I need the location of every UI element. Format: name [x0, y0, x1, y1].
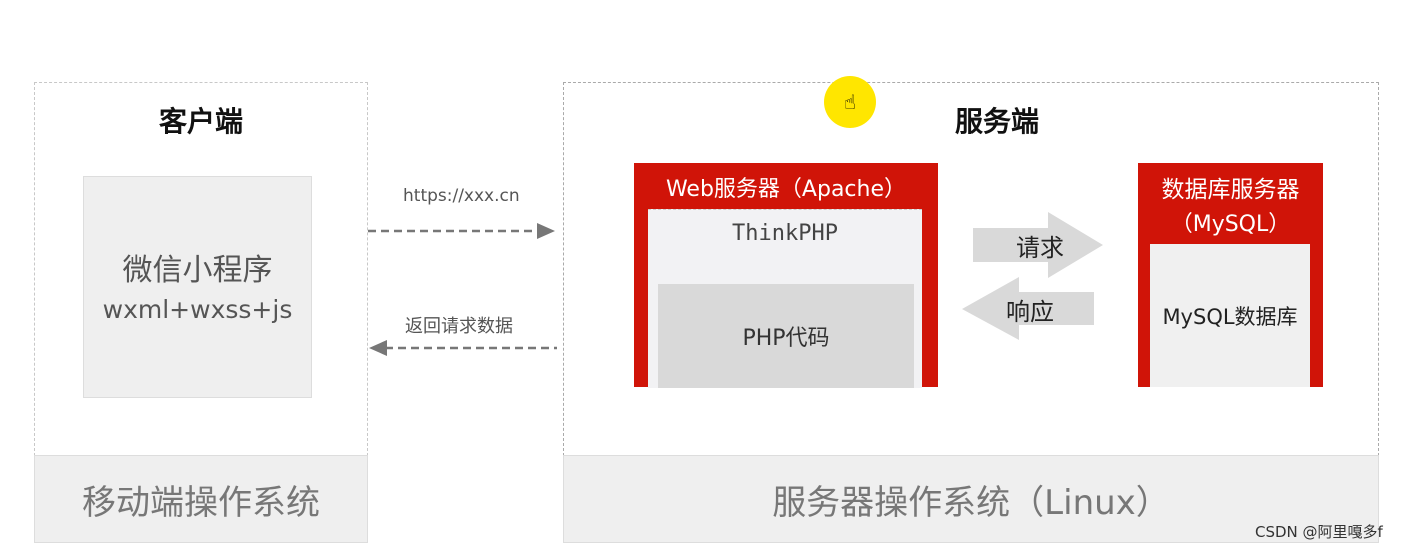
request-url-label: https://xxx.cn — [403, 186, 520, 206]
client-app-box: 微信小程序 wxml+wxss+js — [83, 176, 312, 398]
watermark: CSDN @阿里嘎多f — [1255, 523, 1383, 541]
mobile-os-bar: 移动端操作系统 — [34, 455, 368, 543]
response-label: 返回请求数据 — [405, 316, 513, 337]
response-arrow — [369, 340, 557, 356]
php-code-box: PHP代码 — [658, 284, 914, 388]
server-os-bar: 服务器操作系统（Linux） — [563, 455, 1379, 543]
cursor-highlight: ☝ — [824, 76, 876, 128]
hand-cursor-icon: ☝ — [843, 90, 857, 114]
db-server-subtitle: （MySQL） — [1170, 212, 1291, 237]
request-label: 请求 — [1016, 233, 1064, 262]
db-server-title: 数据库服务器 — [1161, 177, 1300, 203]
server-title: 服务端 — [954, 105, 1039, 138]
db-server-box: 数据库服务器 （MySQL） MySQL数据库 — [1138, 163, 1323, 387]
response-arrow-big — [962, 277, 1094, 340]
thinkphp-panel: ThinkPHP PHP代码 — [648, 209, 922, 388]
web-server-title: Web服务器（Apache） — [665, 177, 907, 202]
client-title: 客户端 — [158, 105, 243, 138]
web-server-box: Web服务器（Apache） ThinkPHP PHP代码 — [634, 163, 938, 388]
app-tech: wxml+wxss+js — [102, 295, 293, 324]
response-label-big: 响应 — [1006, 297, 1054, 326]
mysql-db-box: MySQL数据库 — [1150, 244, 1310, 387]
request-arrow — [368, 223, 555, 239]
request-arrow-big — [973, 212, 1103, 278]
app-name: 微信小程序 — [122, 253, 273, 288]
framework-label: ThinkPHP — [732, 220, 838, 246]
